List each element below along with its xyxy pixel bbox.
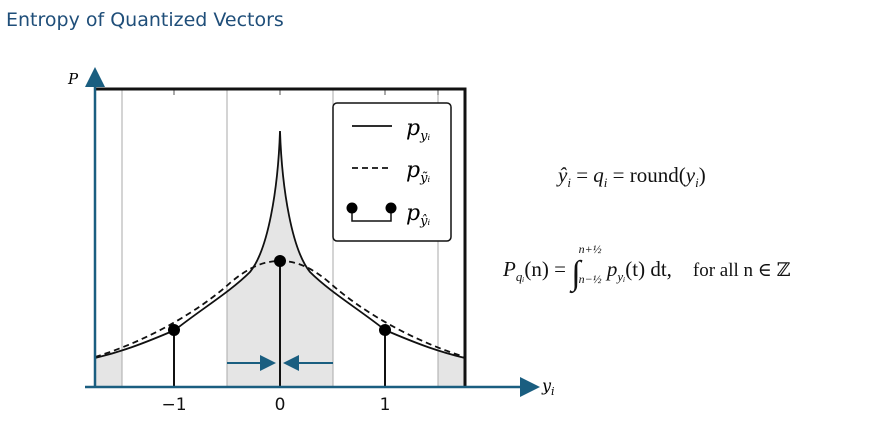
- x-tick-minus1: −1: [161, 395, 186, 415]
- pmf-dot-minus1: [168, 324, 180, 336]
- legend-stem-symbol: [351, 209, 392, 222]
- legend-label-p-yhat: pŷᵢ: [406, 201, 430, 229]
- x-axis-label: yi: [541, 376, 555, 398]
- equation-rounding: ŷi = qi = round(yi): [558, 163, 706, 191]
- pmf-stems: [173, 261, 386, 387]
- pmf-dot-1: [379, 324, 391, 336]
- y-axis-label: P: [67, 70, 79, 88]
- legend-label-p-y: pyᵢ: [406, 116, 430, 144]
- legend: pyᵢ pỹᵢ pŷᵢ: [332, 102, 452, 242]
- plot-frame: [95, 87, 467, 387]
- pmf-dot-0: [274, 255, 286, 267]
- legend-label-p-ytilde: pỹᵢ: [406, 158, 430, 186]
- x-tick-0: 0: [275, 395, 286, 415]
- x-tick-1: 1: [380, 395, 391, 415]
- slide-title: Entropy of Quantized Vectors: [6, 9, 284, 31]
